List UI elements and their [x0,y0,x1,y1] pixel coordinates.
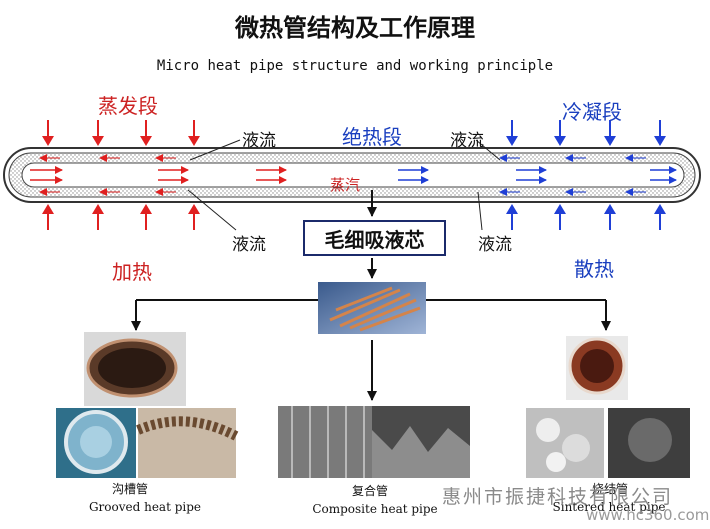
liquid-flow-red [39,154,176,196]
vapor-flow-blue [398,166,677,184]
heating-arrows-bottom [42,204,200,230]
vapor-flow-red [30,166,287,184]
wick-tubes-image [318,282,426,334]
leader-lines [187,139,501,231]
liquid-flow-blue [499,154,646,196]
caption-sintered-en: Sintered heat pipe [552,500,666,514]
label-cooling: 散热 [574,257,614,281]
label-adiabatic: 绝热段 [342,125,402,149]
cooling-arrows-bottom [506,204,666,230]
watermark-url: www.hc360.com [586,506,710,524]
sintered-pipe-images [526,336,690,478]
caption-grooved-en: Grooved heat pipe [88,500,202,514]
composite-pipe-images [278,406,470,478]
heating-arrows-top [42,120,200,146]
caption-sintered-cn: 烧结管 [591,482,628,496]
label-condensation: 冷凝段 [562,100,622,124]
label-liquid-flow-tl: 液流 [242,131,276,151]
cooling-arrows-top [506,120,666,146]
label-heating: 加热 [112,260,152,284]
title-en: Micro heat pipe structure and working pr… [156,58,554,74]
label-evaporation: 蒸发段 [98,94,158,118]
wick-label-box: 毛细吸液芯 [303,220,446,256]
label-liquid-flow-br: 液流 [478,235,512,255]
watermark-company: 惠州市振捷科技有限公司 [442,486,674,508]
label-vapor: 蒸汽 [330,176,361,194]
label-liquid-flow-bl: 液流 [232,235,266,255]
caption-composite-en: Composite heat pipe [312,502,438,516]
grooved-pipe-images [56,332,239,478]
caption-grooved-cn: 沟槽管 [111,482,148,496]
title-cn: 微热管结构及工作原理 [235,13,475,42]
caption-composite-cn: 复合管 [351,484,388,498]
label-liquid-flow-tr: 液流 [450,131,484,151]
